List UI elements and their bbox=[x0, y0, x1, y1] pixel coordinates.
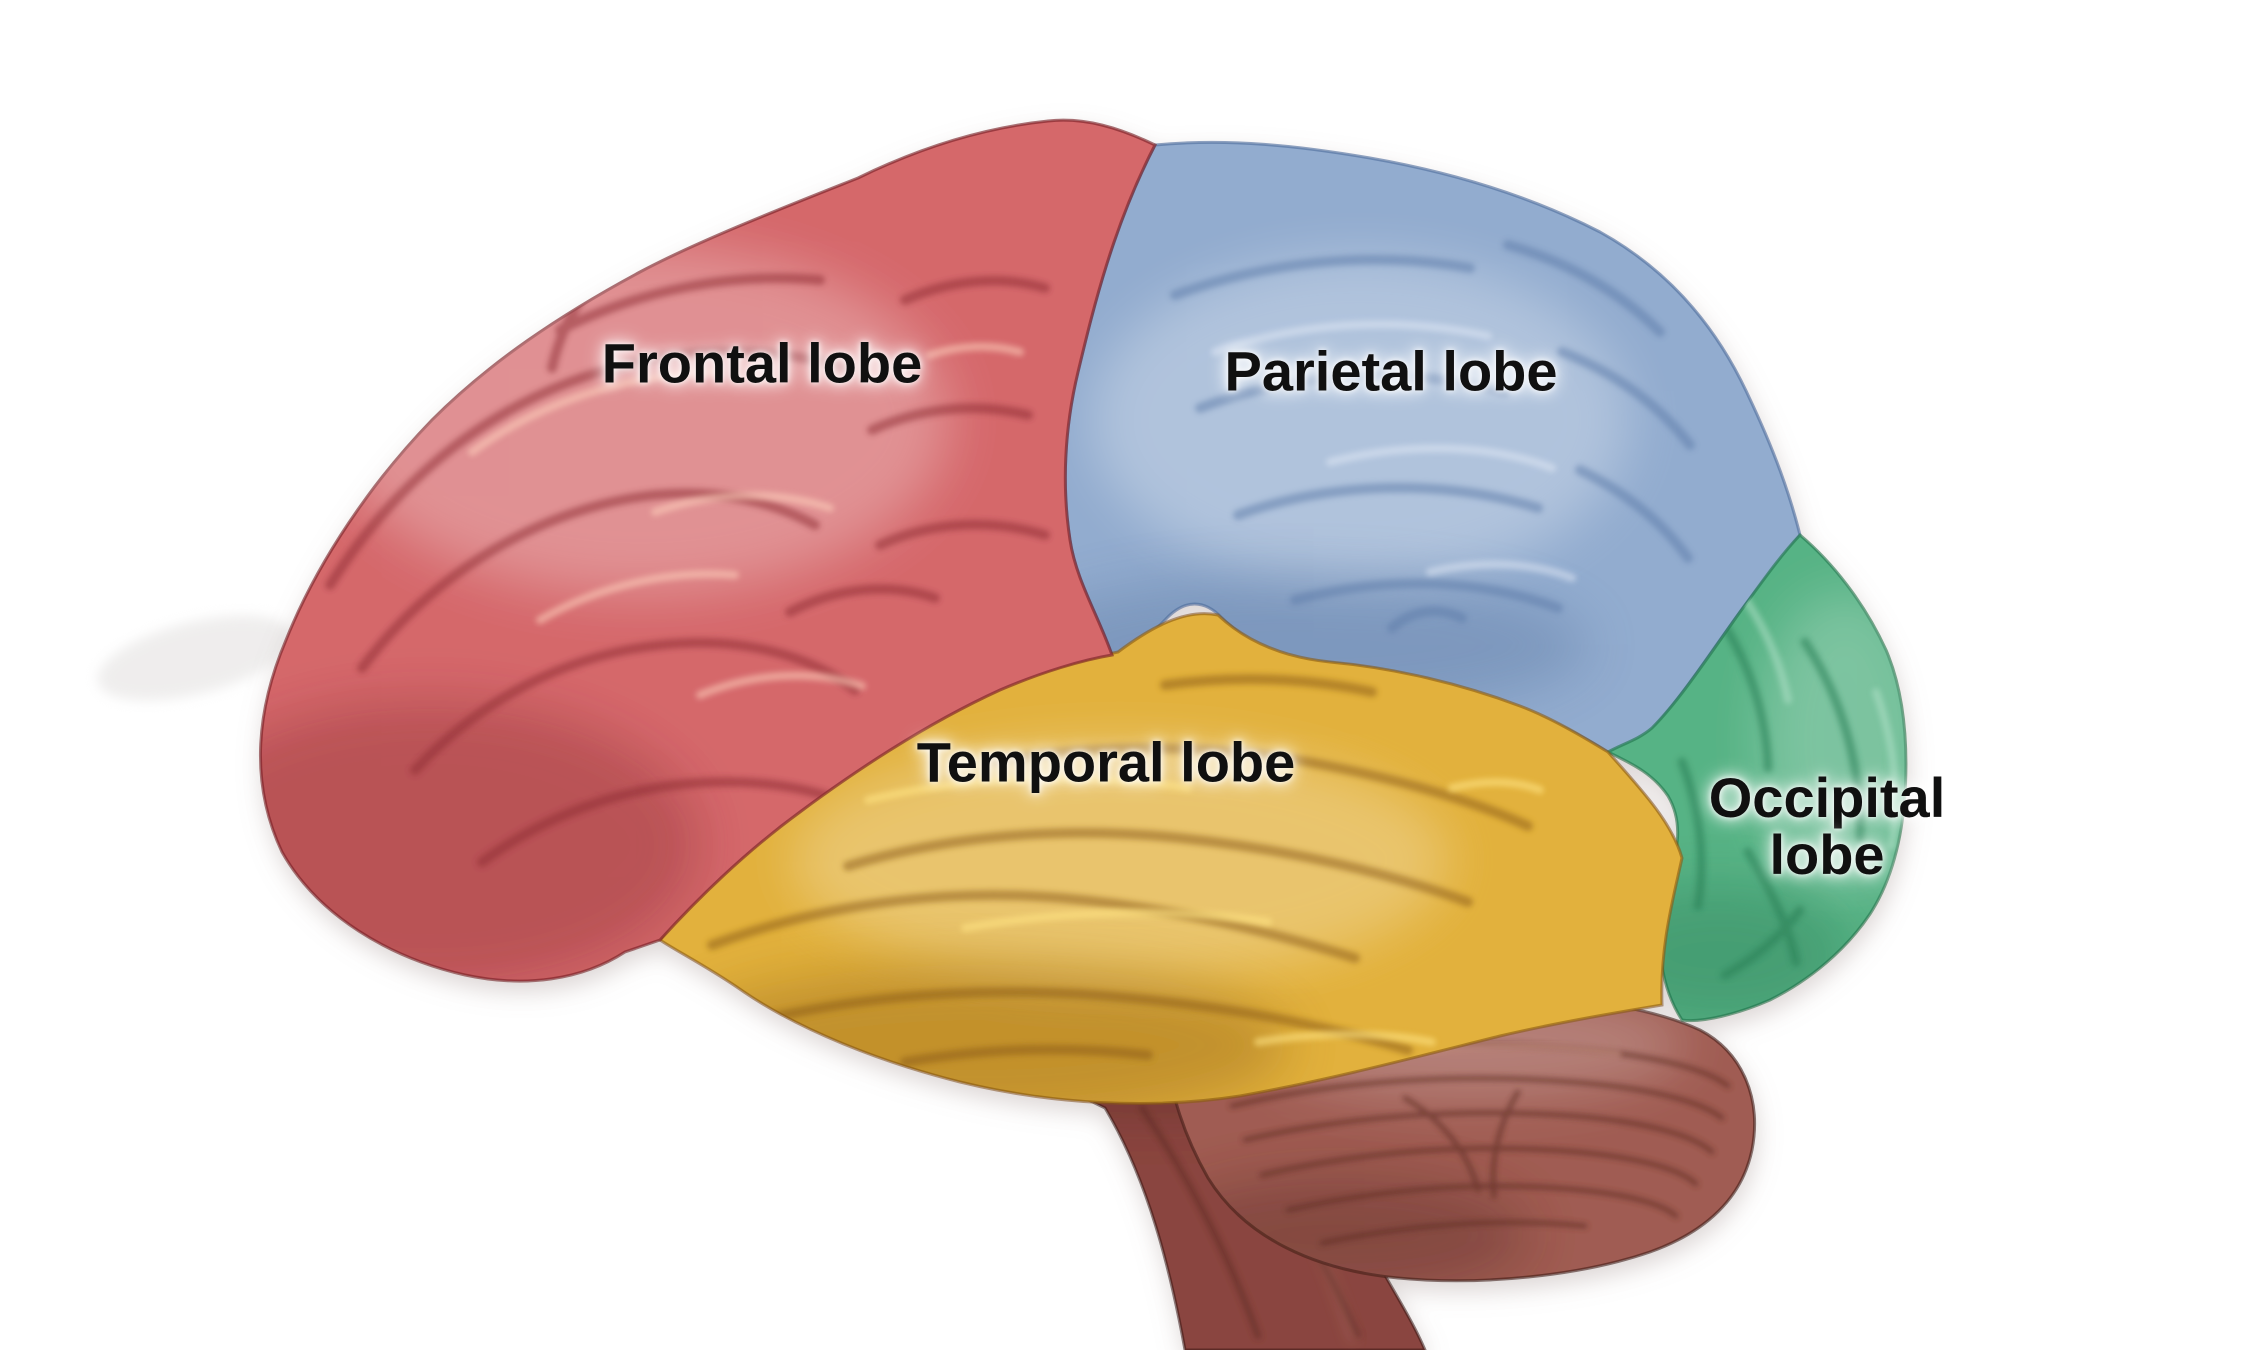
occipital-lobe-label: Occipital lobe bbox=[1709, 769, 1946, 883]
temporal-lobe-region bbox=[658, 612, 1684, 1106]
parietal-gyri-texture bbox=[1065, 240, 1695, 715]
temporal-gyri-texture bbox=[670, 674, 1544, 1104]
background-shadow-smudge bbox=[97, 615, 293, 701]
parietal-lobe-label: Parietal lobe bbox=[1224, 339, 1558, 403]
occipital-lobe-label-line1: Occipital bbox=[1708, 766, 1946, 829]
temporal-lobe-label: Temporal lobe bbox=[916, 730, 1296, 794]
parietal-lobe-region bbox=[1063, 140, 1802, 755]
frontal-lobe-label: Frontal lobe bbox=[601, 331, 923, 395]
occipital-lobe-label-line2: lobe bbox=[1769, 823, 1885, 886]
